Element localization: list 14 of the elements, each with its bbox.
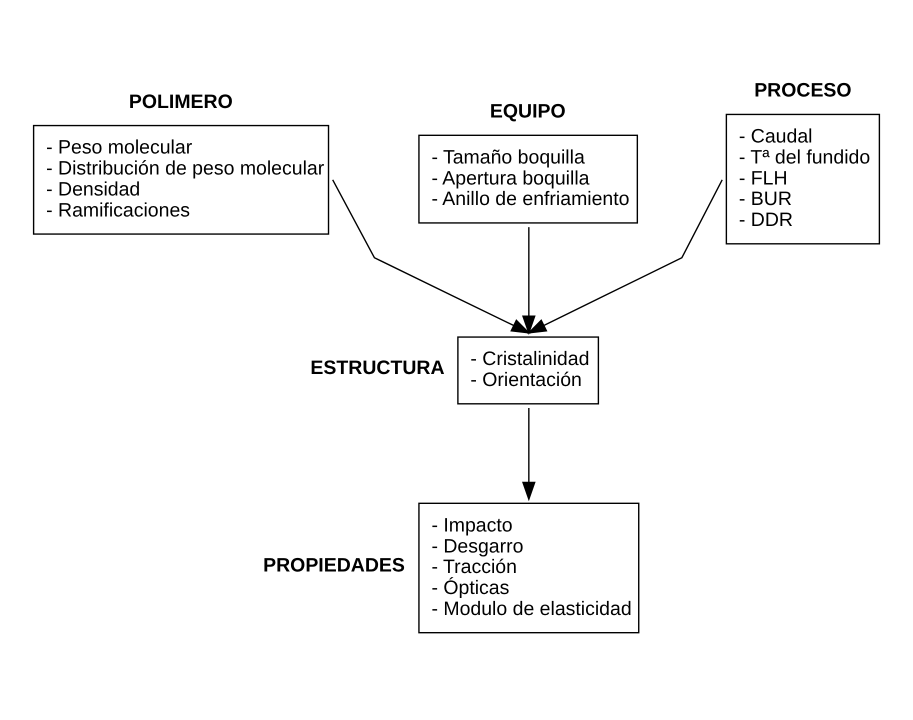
arrow bbox=[332, 180, 531, 334]
node-label: POLIMERO bbox=[128, 90, 233, 113]
node-box: - Tamaño boquilla - Apertura boquilla - Anillo de enfriamiento bbox=[418, 134, 638, 224]
node-box: - Caudal - Tª del fundido - FLH - BUR - DDR bbox=[726, 114, 880, 245]
arrow bbox=[522, 227, 536, 335]
node-box: - Peso molecular - Distribución de peso molecular - Densidad - Ramificaciones bbox=[32, 124, 330, 235]
node-label: EQUIPO bbox=[490, 100, 566, 123]
arrow bbox=[522, 408, 536, 502]
node-box: - Impacto - Desgarro - Tracción - Ópticas - Modulo de elasticidad bbox=[418, 502, 640, 634]
node-label: PROCESO bbox=[754, 80, 852, 102]
node-label: PROPIEDADES bbox=[263, 554, 405, 577]
node-box: - Cristalinidad - Orientación bbox=[457, 336, 600, 405]
arrow bbox=[526, 180, 723, 334]
node-label: ESTRUCTURA bbox=[310, 357, 445, 380]
